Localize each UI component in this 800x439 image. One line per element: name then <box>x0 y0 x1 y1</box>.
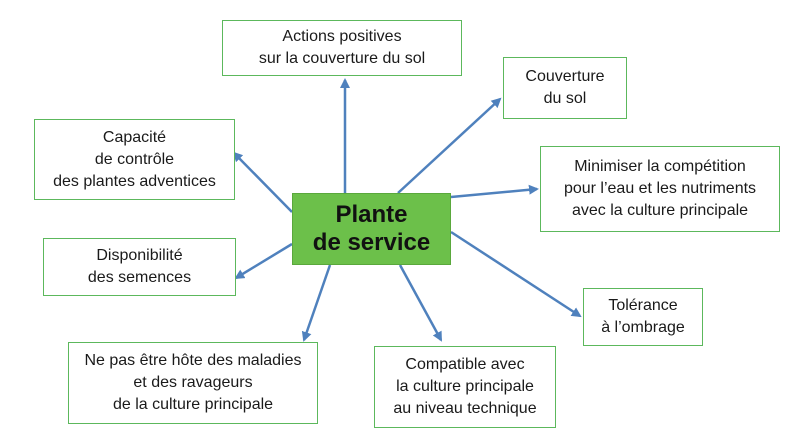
node-text: de la culture principale <box>112 396 274 413</box>
node-text: sur la couverture du sol <box>258 50 426 67</box>
node-text: Minimiser la compétition <box>574 158 746 175</box>
node-text: la culture principale <box>396 378 534 395</box>
arrow-to-capacite <box>232 151 293 213</box>
node-ne-pas-etre-hote: Ne pas être hôte des maladies et des rav… <box>68 342 318 424</box>
arrow-to-minimiser <box>450 184 539 199</box>
node-text: et des ravageurs <box>133 374 253 391</box>
node-couverture-du-sol: Couverture du sol <box>503 57 627 119</box>
node-text: Capacité <box>102 128 167 146</box>
arrow-to-couverture <box>397 97 502 194</box>
node-text: Disponibilité <box>96 247 183 264</box>
node-capacite-controle: Capacité de contrôle des plantes adventi… <box>34 119 235 200</box>
node-tolerance-ombrage: Tolérance à l’ombrage <box>583 288 703 346</box>
node-text: Ne pas être hôte des maladies <box>84 352 302 369</box>
arrow-to-disponibilite <box>234 242 293 280</box>
node-text: pour l’eau et les nutriments <box>563 180 757 197</box>
node-text: de contrôle <box>94 150 175 168</box>
node-text: Tolérance <box>608 297 678 314</box>
node-text: du sol <box>543 90 587 107</box>
node-actions-positives: Actions positives sur la couverture du s… <box>222 20 462 76</box>
node-compatible-culture: Compatible avec la culture principale au… <box>374 346 556 428</box>
center-line: de service <box>312 229 431 256</box>
node-text: à l’ombrage <box>601 319 685 336</box>
node-text: des plantes adventices <box>53 172 216 190</box>
central-node-plante-de-service: Plante de service <box>292 193 451 265</box>
center-line: Plante <box>335 201 408 228</box>
node-minimiser-competition: Minimiser la compétition pour l’eau et l… <box>540 146 780 232</box>
arrow-to-compatible <box>398 264 443 342</box>
node-disponibilite-semences: Disponibilité des semences <box>43 238 236 296</box>
node-text: avec la culture principale <box>571 202 749 219</box>
arrow-to-ne-pas-etre-hote <box>301 264 332 342</box>
node-text: au niveau technique <box>393 400 537 417</box>
node-text: Compatible avec <box>405 356 525 373</box>
arrow-to-tolerance <box>450 230 582 318</box>
node-text: Couverture <box>525 68 605 85</box>
node-text: des semences <box>87 269 192 286</box>
node-text: Actions positives <box>282 28 402 45</box>
